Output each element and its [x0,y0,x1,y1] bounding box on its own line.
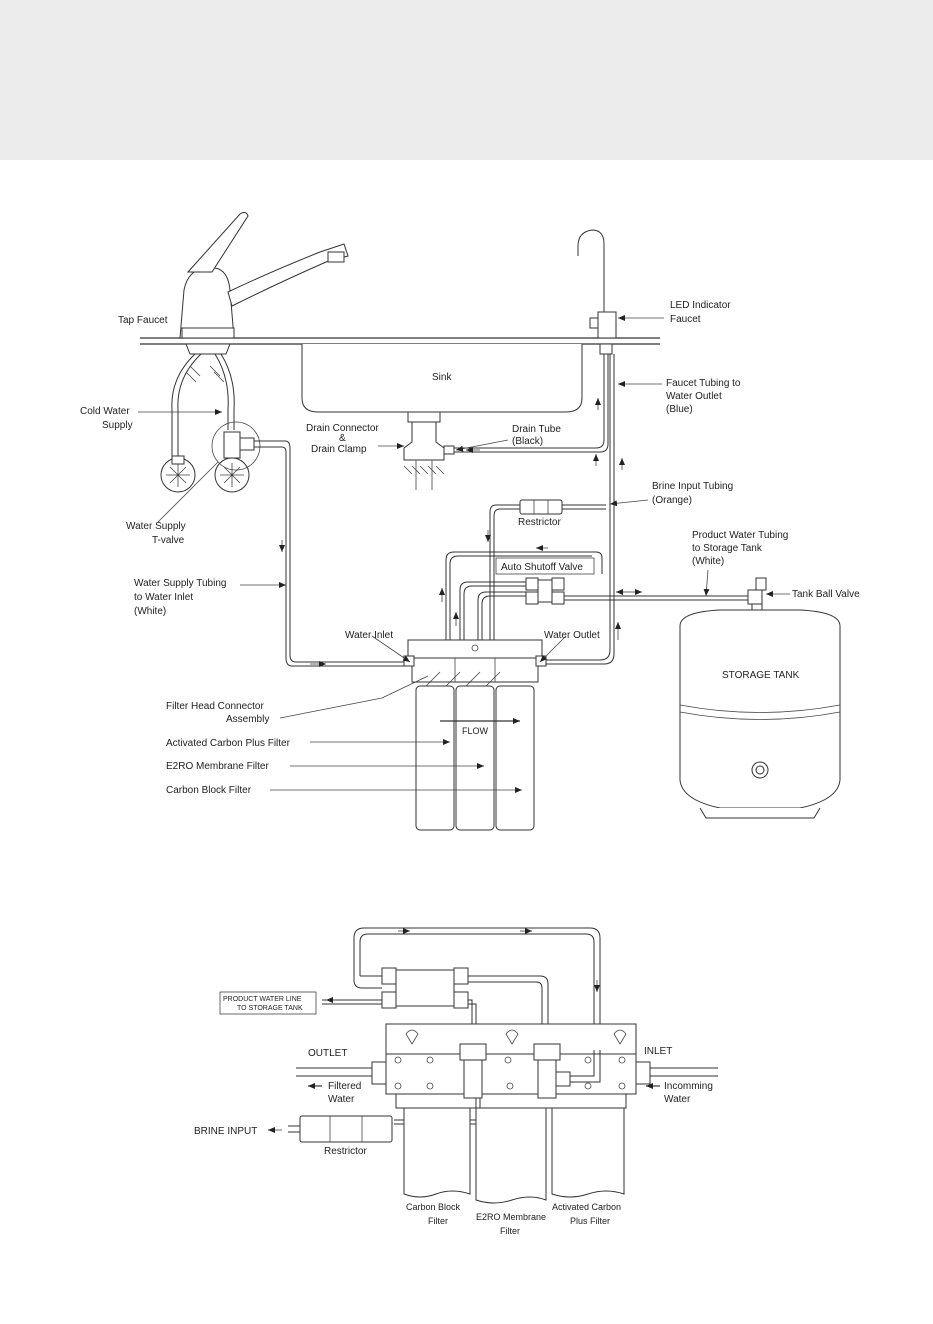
filter-head-assembly [403,639,547,687]
label-led-faucet-2: Faucet [670,314,701,325]
leader-lines [138,315,790,793]
tank-ball-valve [747,577,767,615]
label-led-faucet: LED Indicator [670,300,731,311]
cold-water-supply [160,353,418,667]
label-brine-input: BRINE INPUT [194,1126,257,1137]
label-e2ro-membrane: E2RO Membrane Filter [166,761,269,772]
label-outlet: OUTLET [308,1048,347,1059]
filter-cartridges [415,685,535,831]
label-flow: FLOW [462,726,489,736]
led-faucet [577,229,617,355]
top-diagram: Tap Faucet Cold Water Supply Water Suppl… [80,211,860,831]
label-drain-tube: Drain Tube [512,424,561,435]
label-drain-tube-2: (Black) [512,436,543,447]
auto-shutoff-valve [439,545,748,640]
label-incoming: Incomming [664,1081,713,1092]
label-water-inlet: Water Inlet [345,630,393,641]
label-t-valve-2: T-valve [152,535,185,546]
tap-faucet [179,211,349,355]
label-faucet-tubing-2: Water Outlet [666,391,722,402]
label-filtered: Filtered [328,1081,361,1092]
label-restrictor: Restrictor [518,517,561,528]
label-filter-head-2: Assembly [226,714,269,725]
label-bottom-carbon-block-2: Filter [428,1216,448,1226]
label-bottom-activated: Activated Carbon [552,1202,621,1212]
label-water-outlet: Water Outlet [544,630,600,641]
sink [301,344,583,490]
label-supply-tubing: Water Supply Tubing [134,578,226,589]
label-incoming-2: Water [664,1094,691,1105]
label-product-tubing-3: (White) [692,556,724,567]
label-product-tubing-2: to Storage Tank [692,543,763,554]
header-band [0,0,933,160]
label-drain-connector: Drain Connector [306,423,379,434]
label-bottom-restrictor: Restrictor [324,1146,367,1157]
label-product-line: PRODUCT WATER LINE [223,996,302,1003]
label-filtered-2: Water [328,1094,355,1105]
label-bottom-e2ro-2: Filter [500,1226,520,1236]
label-supply-tubing-3: (White) [134,606,166,617]
label-t-valve: Water Supply [126,521,186,532]
label-bottom-activated-2: Plus Filter [570,1216,610,1226]
filter-head-plate [371,1023,651,1109]
label-faucet-tubing-3: (Blue) [666,404,693,415]
label-storage-tank: STORAGE TANK [722,670,800,681]
label-auto-shutoff: Auto Shutoff Valve [501,562,583,573]
label-product-tubing: Product Water Tubing [692,530,788,541]
label-filter-head: Filter Head Connector [166,701,264,712]
label-inlet: INLET [644,1046,672,1057]
bottom-diagram: PRODUCT WATER LINE TO STORAGE TANK [194,927,718,1236]
label-activated-carbon-plus: Activated Carbon Plus Filter [166,738,291,749]
label-tank-ball-valve: Tank Ball Valve [792,589,860,600]
label-bottom-e2ro: E2RO Membrane [476,1212,546,1222]
label-drain-clamp: Drain Clamp [311,444,367,455]
label-brine-tubing: Brine Input Tubing [652,481,733,492]
label-supply-tubing-2: to Water Inlet [134,592,193,603]
label-product-line-2: TO STORAGE TANK [237,1005,303,1012]
drain-tube [454,344,605,449]
label-bottom-carbon-block: Carbon Block [406,1202,461,1212]
label-cold-water-2: Supply [102,420,133,431]
label-cold-water: Cold Water [80,406,130,417]
label-faucet-tubing: Faucet Tubing to [666,378,741,389]
label-sink: Sink [432,372,452,383]
countertop [140,337,660,345]
label-brine-tubing-2: (Orange) [652,495,692,506]
label-carbon-block: Carbon Block Filter [166,785,252,796]
label-tap-faucet: Tap Faucet [118,315,168,326]
storage-tank [679,609,841,819]
label-drain-connector-2: & [339,433,346,444]
